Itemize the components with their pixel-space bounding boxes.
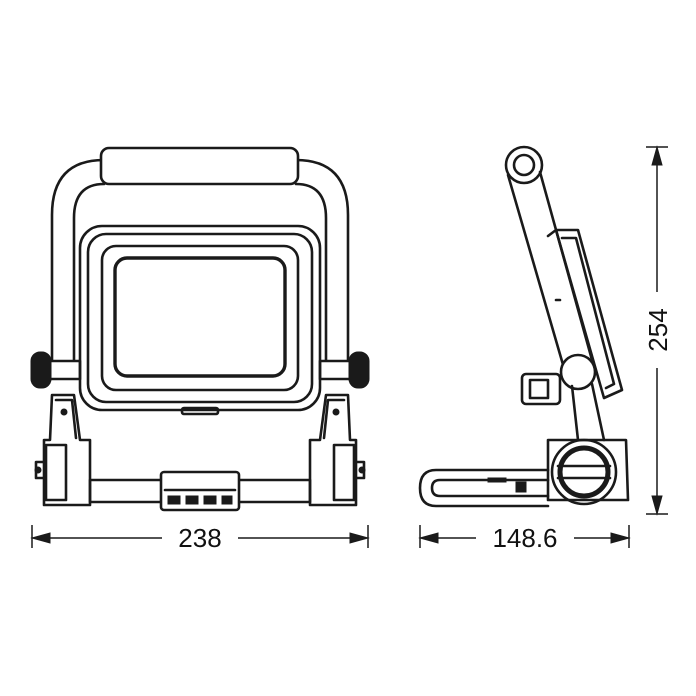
dimension-height-label: 254 [643, 308, 673, 351]
dimension-width: 238 [30, 523, 370, 553]
side-pivot [520, 353, 606, 442]
side-lamp-head [546, 228, 624, 400]
front-base [88, 470, 312, 512]
side-base [418, 468, 550, 508]
dimension-height: 254 [643, 145, 673, 516]
front-knob-right [318, 351, 370, 389]
dimension-width-label: 238 [178, 523, 221, 553]
front-handle [50, 146, 350, 362]
dimension-depth-label: 148.6 [492, 523, 557, 553]
front-knob-left [30, 351, 82, 389]
side-handle-arm [504, 145, 594, 377]
side-foot [546, 438, 630, 506]
front-view [30, 146, 370, 512]
front-bracket-right [308, 393, 366, 507]
front-bracket-left [34, 393, 92, 507]
dimension-depth: 148.6 [418, 523, 631, 553]
side-view [418, 145, 630, 508]
front-lamp-head [78, 224, 322, 416]
